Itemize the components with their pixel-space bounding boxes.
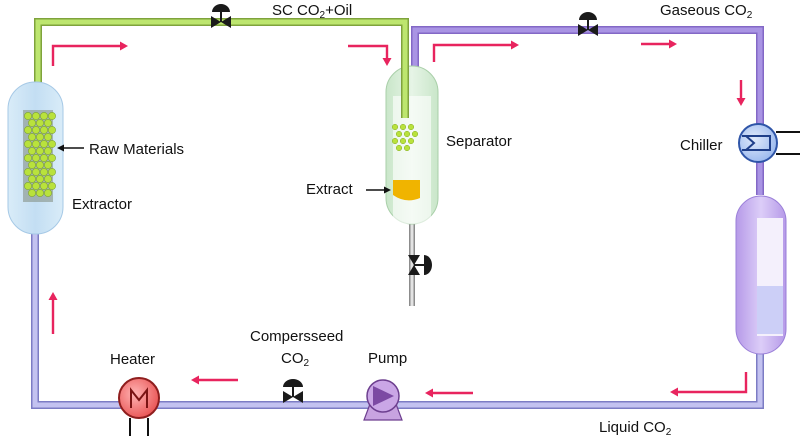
oil-droplets [391,123,419,152]
liquid-co2-tank [735,195,787,355]
label-separator: Separator [446,133,512,150]
valve-icon [211,4,231,28]
label-liquid-co2: Liquid CO2 [599,419,672,438]
label-raw-materials: Raw Materials [89,141,184,158]
flow-arrowheads [48,39,746,398]
label-extractor: Extractor [72,196,132,213]
gas-pipe [411,26,764,195]
label-gaseous-co2: Gaseous CO2 [660,2,753,21]
flow-arrow [51,44,122,66]
chiller-icon [738,123,800,163]
separator-vessel [385,64,439,225]
flow-arrow [676,372,748,394]
pump-icon [363,379,403,421]
label-pump: Pump [368,350,407,367]
raw-material-particles [24,112,56,197]
label-sc-co2-oil: SC CO2+Oil [272,2,352,21]
heater-icon [118,377,160,436]
label-extract: Extract [306,181,354,198]
raw-materials-pointer [57,144,84,152]
label-compressed-co2: CO2 [281,350,310,369]
label-heater: Heater [110,351,155,368]
extract-pointer [366,186,391,194]
flow-arrow [432,43,513,62]
liquid-level [757,286,783,334]
supercritical-pipe [34,18,409,118]
flow-arrows [51,42,748,395]
label-chiller: Chiller [680,137,723,154]
extract-pool [393,180,420,201]
flow-arrow [348,44,389,60]
valve-icon [408,255,432,275]
valve-icon [578,12,598,36]
valve-icon [283,379,303,403]
extractor-vessel [7,81,64,235]
label-compressed: Compersseed [250,328,343,345]
